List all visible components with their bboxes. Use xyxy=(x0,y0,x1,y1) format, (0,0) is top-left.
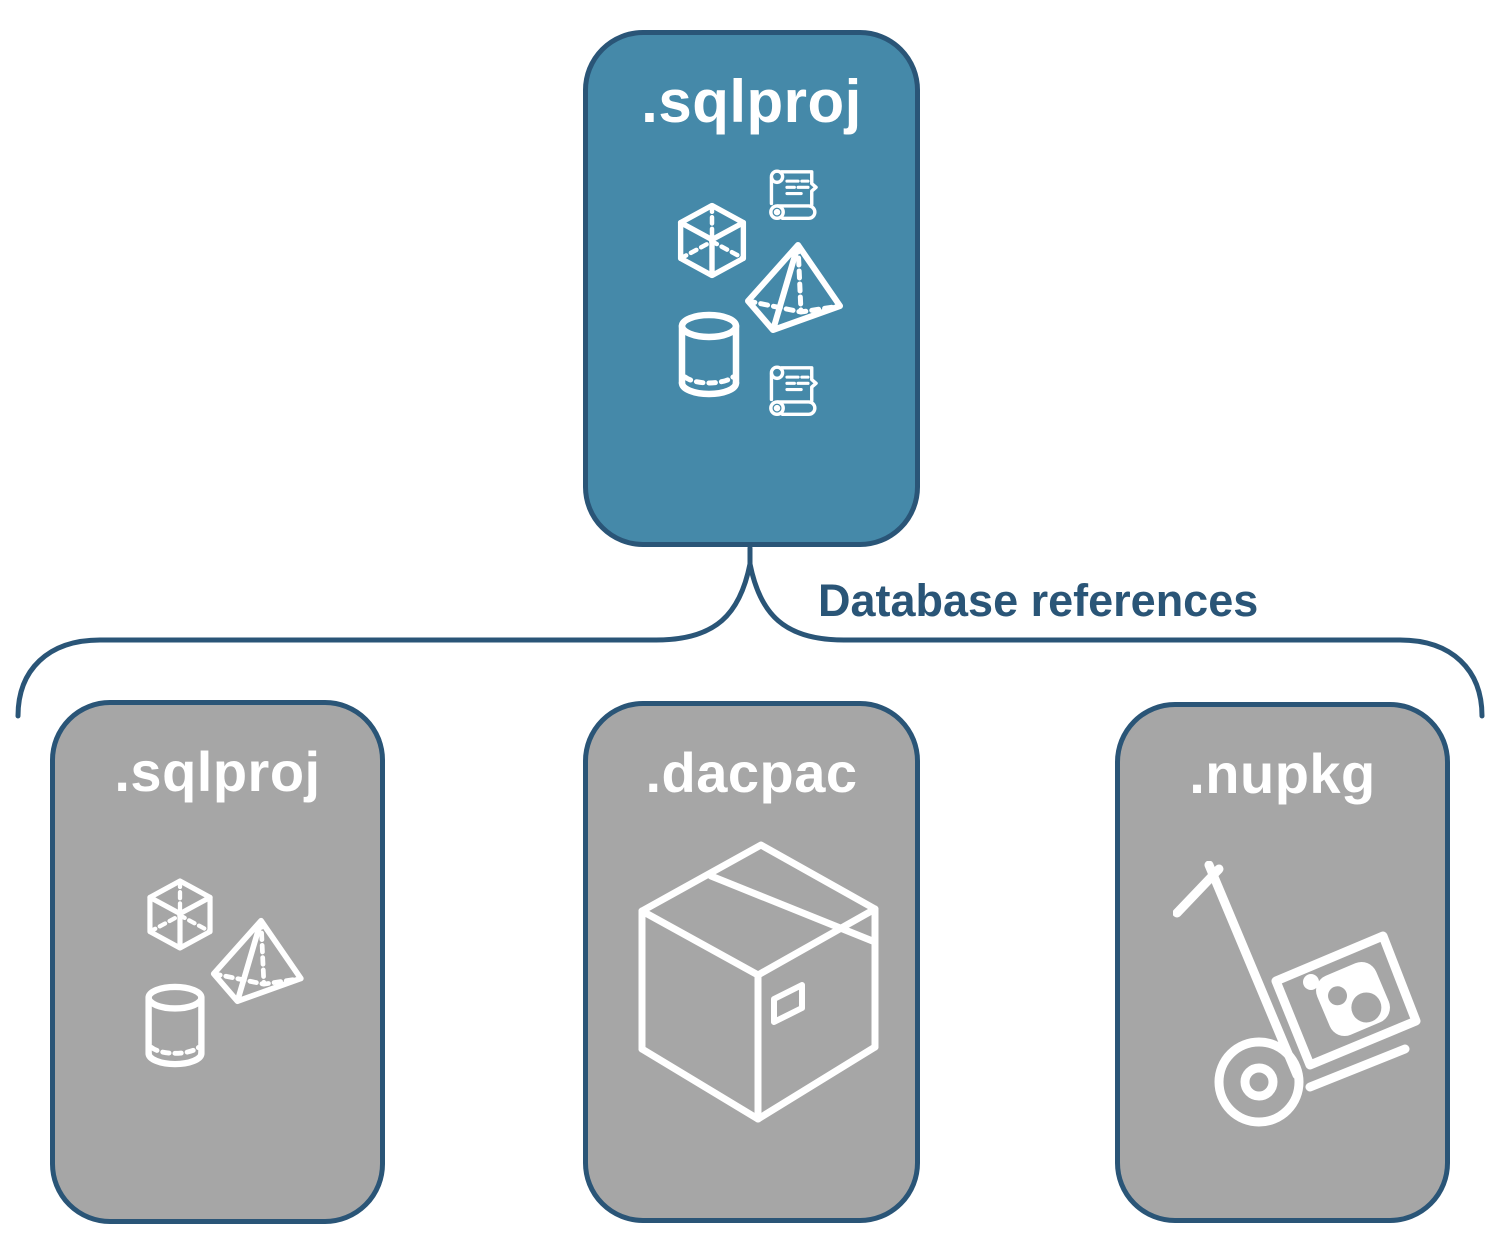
cylinder-icon xyxy=(674,311,744,399)
node-dacpac: .dacpac xyxy=(583,701,920,1223)
scroll-icon xyxy=(764,361,826,423)
node-title: .sqlproj xyxy=(114,740,321,803)
cylinder-icon xyxy=(141,983,209,1069)
node-sqlproj-child: .sqlproj xyxy=(50,700,385,1224)
connector-label: Database references xyxy=(818,575,1259,626)
node-title: .nupkg xyxy=(1189,742,1376,805)
scroll-icon xyxy=(764,165,826,227)
package-box-icon xyxy=(637,841,881,1125)
hand-truck-package-icon xyxy=(1173,861,1433,1146)
node-title: .dacpac xyxy=(645,741,858,804)
pyramid-icon xyxy=(209,915,315,1006)
node-sqlproj-root: .sqlproj xyxy=(583,30,920,547)
node-title: .sqlproj xyxy=(641,68,862,135)
pyramid-icon xyxy=(743,239,855,335)
node-nupkg: .nupkg xyxy=(1115,702,1450,1223)
